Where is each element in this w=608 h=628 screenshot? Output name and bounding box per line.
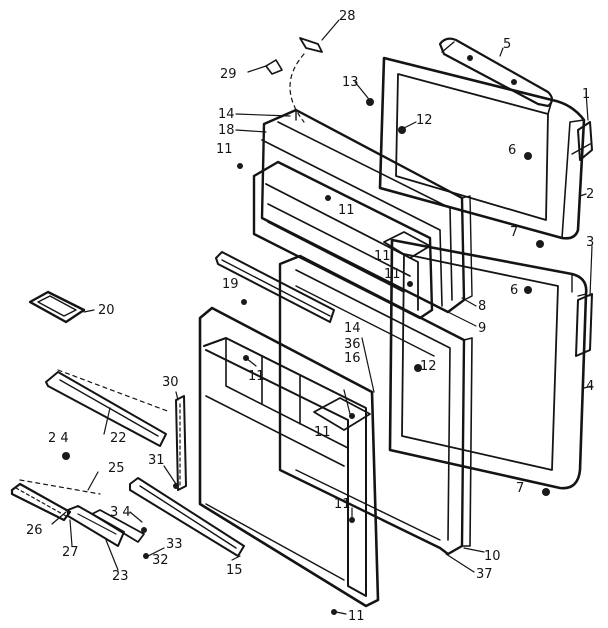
label-7-top: 7	[510, 225, 518, 240]
label-37: 37	[476, 567, 493, 582]
label-11-c: 11	[374, 249, 391, 264]
label-29: 29	[220, 67, 237, 82]
fresh-food-inner-liner	[198, 306, 380, 608]
label-31: 31	[148, 453, 165, 468]
label-9: 9	[478, 321, 486, 336]
label-25: 25	[108, 461, 125, 476]
label-11-d: 11	[384, 267, 401, 282]
screws	[62, 98, 550, 615]
vertical-bracket	[175, 395, 187, 491]
leader-lines	[51, 19, 593, 615]
label-26: 26	[26, 523, 43, 538]
label-11-b: 11	[338, 203, 355, 218]
label-22: 22	[110, 431, 127, 446]
label-12-top: 12	[416, 113, 433, 128]
fresh-food-door-panel	[388, 238, 588, 490]
lower-rail	[129, 477, 245, 557]
hinge	[571, 121, 593, 161]
freezer-handle	[438, 37, 554, 108]
label-11-a: 11	[216, 142, 233, 157]
label-1: 1	[582, 87, 590, 102]
small-tray	[28, 290, 86, 324]
label-14-top: 14	[218, 107, 235, 122]
label-8: 8	[478, 299, 486, 314]
label-11-f: 11	[314, 425, 331, 440]
label-16: 16	[344, 351, 361, 366]
label-6-top: 6	[508, 143, 516, 158]
freezer-door-panel	[378, 56, 586, 240]
label-14-mid: 14	[344, 321, 361, 336]
label-18: 18	[218, 123, 235, 138]
hinge-lower	[575, 293, 593, 357]
top-hardware	[265, 37, 323, 123]
label-19: 19	[222, 277, 239, 292]
label-6-bottom: 6	[510, 283, 518, 298]
label-3: 3	[586, 235, 594, 250]
label-23: 23	[112, 569, 129, 584]
label-11-g: 11	[334, 497, 351, 512]
label-20: 20	[98, 303, 115, 318]
part-labels: 28 29 5 13 1 14 12 18 11 6 2 11 7 3 11 1…	[26, 9, 594, 624]
cam-bar	[45, 369, 171, 447]
shelf-rail	[215, 251, 335, 323]
label-34: 3 4	[110, 505, 131, 520]
label-11-e: 11	[248, 369, 265, 384]
label-32: 32	[152, 553, 169, 568]
label-33: 33	[166, 537, 183, 552]
fresh-food-liner	[278, 254, 473, 556]
label-4: 4	[586, 379, 594, 394]
label-36: 36	[344, 337, 361, 352]
freezer-inner-box	[252, 160, 434, 320]
label-13: 13	[342, 75, 359, 90]
label-2: 2	[586, 187, 594, 202]
label-5: 5	[503, 37, 511, 52]
label-15: 15	[226, 563, 243, 578]
label-27: 27	[62, 545, 79, 560]
label-7-bottom: 7	[516, 481, 524, 496]
small-bracket	[91, 509, 145, 543]
label-28: 28	[339, 9, 356, 24]
label-10: 10	[484, 549, 501, 564]
freezer-liner	[260, 108, 473, 314]
label-11-h: 11	[348, 609, 365, 624]
label-30: 30	[162, 375, 179, 390]
label-24: 2 4	[48, 431, 69, 446]
control-panel	[10, 479, 125, 547]
label-12-mid: 12	[420, 359, 437, 374]
